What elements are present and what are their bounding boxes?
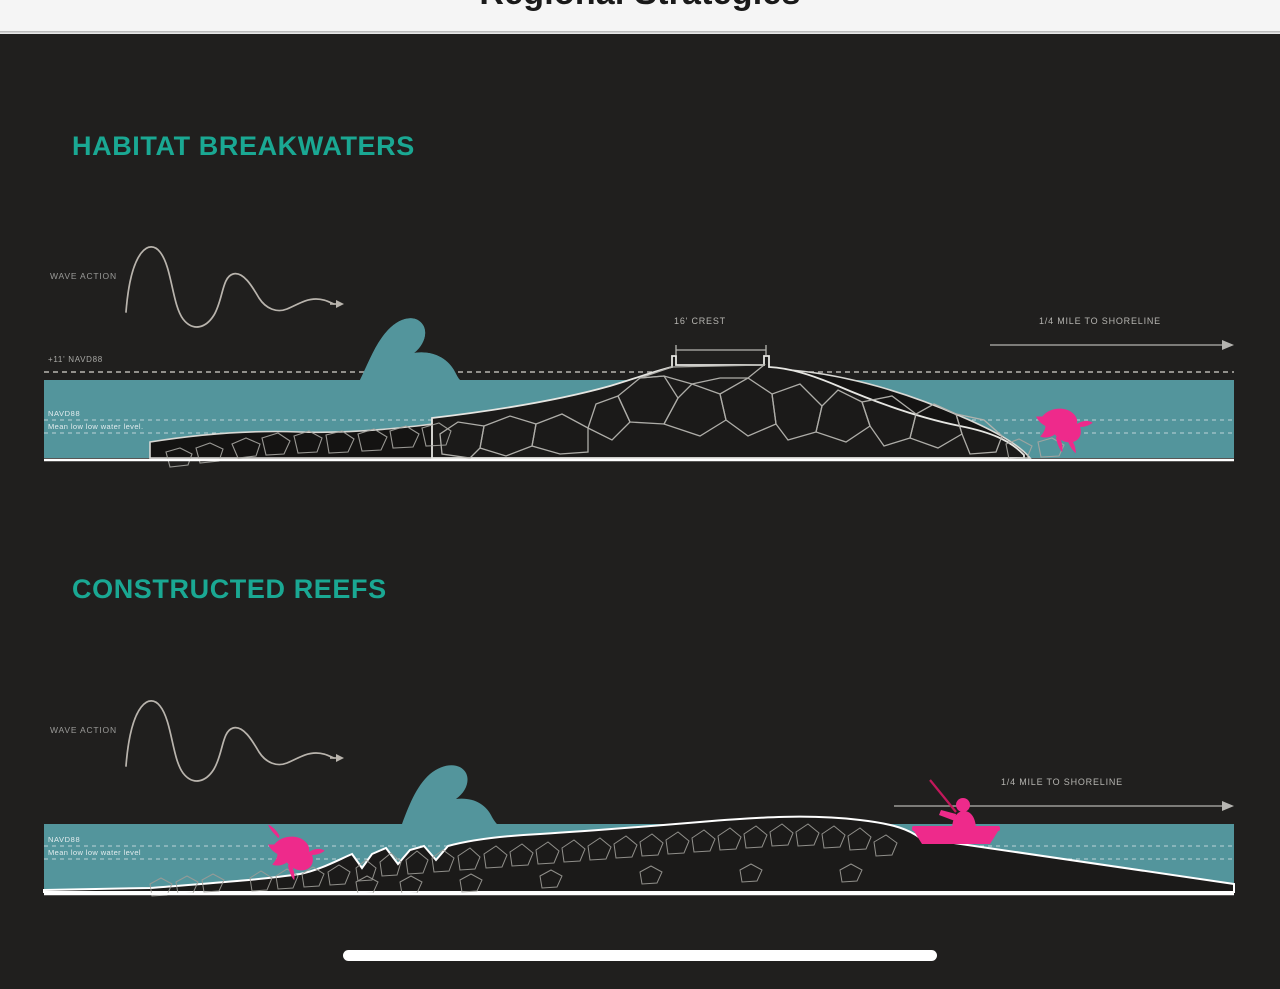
label-mean-low-water-2: Mean low low water level bbox=[48, 848, 141, 857]
fishing-boat-icon bbox=[912, 779, 1000, 844]
label-wave-action-2: WAVE ACTION bbox=[50, 725, 117, 735]
panel-constructed-reefs: CONSTRUCTED REEFS WAVE ACTION bbox=[0, 474, 1280, 954]
label-crest-dimension: 16' CREST bbox=[674, 316, 726, 326]
shoreline-arrow-2 bbox=[894, 801, 1234, 811]
shoreline-arrow-1 bbox=[990, 340, 1234, 350]
label-shoreline-distance-1: 1/4 MILE TO SHORELINE bbox=[1039, 316, 1161, 326]
crest-dimension-line bbox=[675, 345, 767, 355]
label-shoreline-distance-2: 1/4 MILE TO SHORELINE bbox=[1001, 777, 1123, 787]
wave-action-curve bbox=[125, 246, 344, 328]
reef-section-diagram: WAVE ACTION NAVD88 Mean low low water le… bbox=[0, 474, 1280, 924]
label-navd88-2: NAVD88 bbox=[48, 835, 80, 844]
fish-icon bbox=[268, 824, 325, 881]
panel-title-constructed-reefs: CONSTRUCTED REEFS bbox=[72, 574, 387, 604]
browser-title-strip: Regional Strategies bbox=[0, 0, 1280, 33]
diagram-canvas: HABITAT BREAKWATERS bbox=[0, 34, 1280, 989]
wave-crest-1 bbox=[360, 318, 460, 380]
page-title: Regional Strategies bbox=[0, 0, 1280, 13]
fish-icon bbox=[1036, 408, 1093, 454]
home-indicator[interactable] bbox=[343, 950, 937, 961]
breakwater-section-diagram: WAVE ACTION +11' NAVD88 NAVD88 bbox=[0, 34, 1280, 474]
wave-action-curve-2 bbox=[125, 700, 344, 782]
label-navd88-1: NAVD88 bbox=[48, 409, 80, 418]
panel-habitat-breakwaters: HABITAT BREAKWATERS bbox=[0, 34, 1280, 514]
strip-shadow bbox=[0, 31, 1280, 34]
label-elevation-navd88: +11' NAVD88 bbox=[48, 355, 103, 364]
breakwater-rock-mound bbox=[44, 355, 1234, 468]
constructed-reef-mound bbox=[43, 815, 1235, 897]
label-mean-low-water-1: Mean low low water level. bbox=[48, 422, 143, 431]
label-wave-action-1: WAVE ACTION bbox=[50, 271, 117, 281]
panel-title-habitat-breakwaters: HABITAT BREAKWATERS bbox=[72, 131, 415, 161]
